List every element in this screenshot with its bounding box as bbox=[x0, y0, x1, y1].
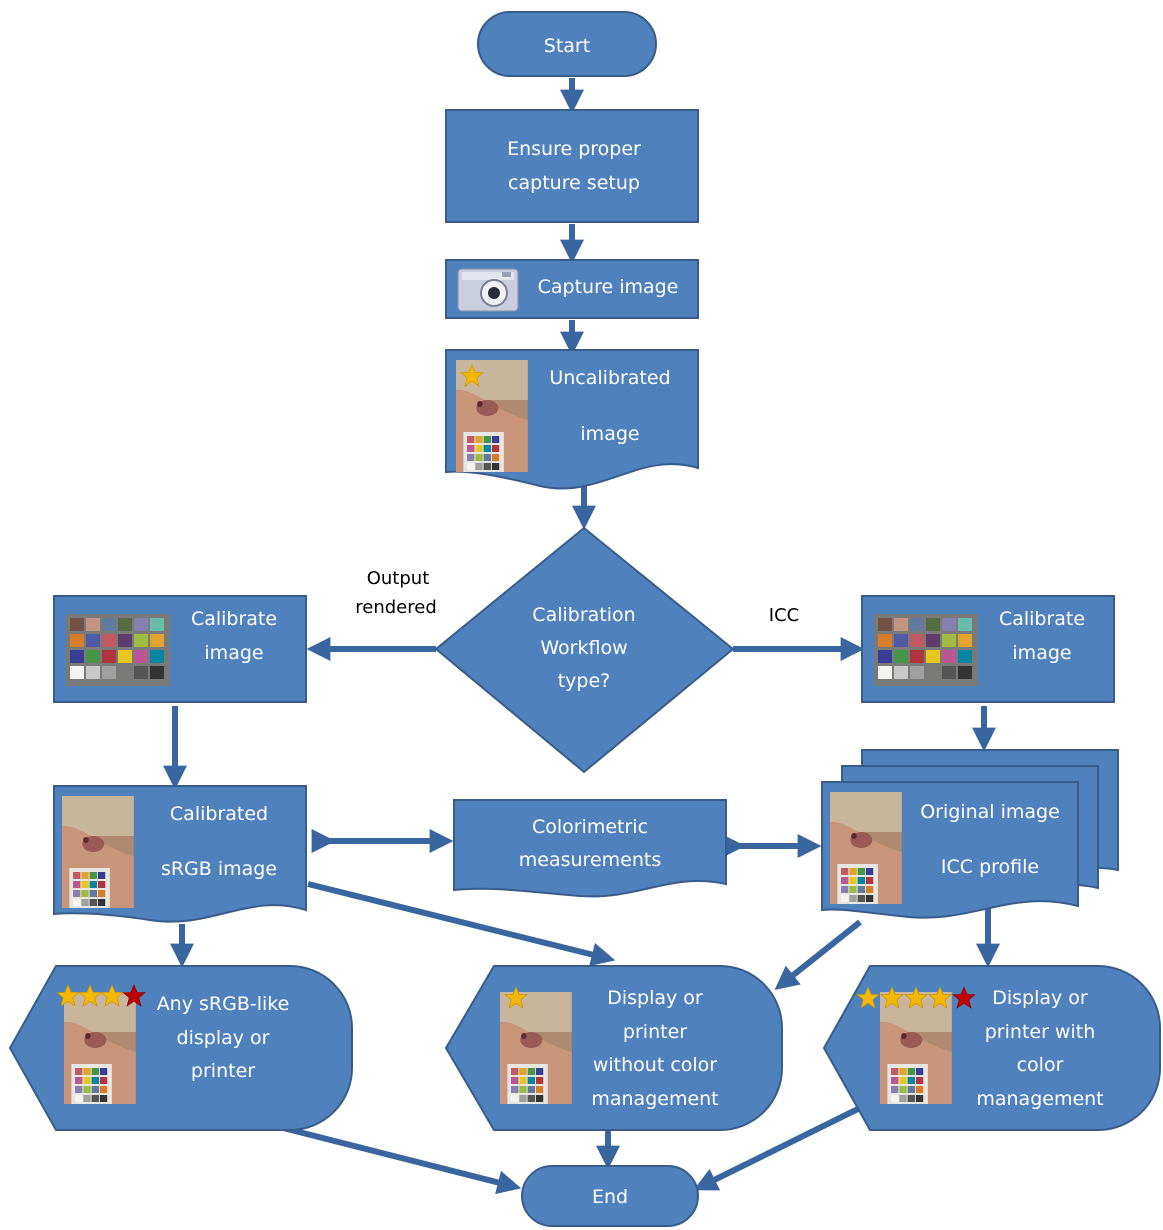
edge-label-output-line2: rendered bbox=[355, 597, 437, 618]
end-label: End bbox=[592, 1186, 628, 1208]
decision-label-line1: Calibration bbox=[532, 604, 635, 626]
original-image-icc-multidocument: Original image ICC profile bbox=[821, 749, 1119, 919]
arrow-original-to-out-mid bbox=[774, 919, 862, 990]
calibrate-image-right-box: Calibrate image bbox=[861, 595, 1115, 703]
colorimetric-measurements-document: Colorimetric measurements bbox=[453, 799, 727, 898]
uncalibrated-image-document: Uncalibrated image bbox=[445, 349, 699, 490]
skin-photo-thumbnail bbox=[830, 792, 902, 904]
uncal-label-line1: Uncalibrated bbox=[549, 367, 670, 389]
decision-label-line3: type? bbox=[558, 670, 611, 692]
capture-image-box: Capture image bbox=[445, 259, 699, 319]
ensure-label-line1: Ensure proper bbox=[507, 138, 641, 160]
cal-right-label-line1: Calibrate bbox=[999, 608, 1085, 630]
calibrated-label-line1: Calibrated bbox=[170, 803, 268, 825]
display-right-with-color-management: Display or printer with color management bbox=[822, 965, 1161, 1131]
skin-photo-thumbnail bbox=[500, 992, 572, 1104]
out-mid-label-line4: management bbox=[591, 1088, 718, 1110]
cal-right-label-line2: image bbox=[1012, 642, 1071, 664]
display-mid-without-color-management: Display or printer without color managem… bbox=[444, 965, 783, 1131]
end-terminator: End bbox=[521, 1165, 699, 1227]
out-left-label-line2: display or bbox=[177, 1027, 270, 1049]
arrow-calibrated-to-out-mid bbox=[307, 881, 616, 967]
out-left-label-line3: printer bbox=[191, 1060, 255, 1082]
calibrate-image-left-box: Calibrate image bbox=[53, 595, 307, 703]
out-right-label-line2: printer with bbox=[985, 1021, 1096, 1043]
out-left-label-line1: Any sRGB-like bbox=[157, 993, 290, 1015]
out-mid-label-line2: printer bbox=[623, 1021, 687, 1043]
colorimetric-label-line2: measurements bbox=[519, 849, 661, 871]
out-right-label-line1: Display or bbox=[992, 987, 1088, 1009]
out-right-label-line3: color bbox=[1017, 1054, 1064, 1076]
decision-diamond: Calibration Workflow type? bbox=[434, 526, 735, 774]
color-checker-icon bbox=[874, 614, 978, 686]
display-left-any-srgb: Any sRGB-like display or printer bbox=[8, 965, 353, 1131]
colorimetric-label-line1: Colorimetric bbox=[532, 816, 648, 838]
cal-left-label-line2: image bbox=[204, 642, 263, 664]
arrow-out-right-to-end bbox=[693, 1101, 870, 1191]
capture-label: Capture image bbox=[538, 276, 679, 298]
edge-label-icc: ICC bbox=[769, 605, 799, 626]
calibrated-label-line2: sRGB image bbox=[161, 858, 277, 880]
uncal-label-line2: image bbox=[580, 423, 639, 445]
camera-icon bbox=[457, 268, 519, 312]
ensure-label-line2: capture setup bbox=[508, 172, 640, 194]
skin-photo-thumbnail bbox=[64, 992, 136, 1104]
skin-photo-thumbnail bbox=[62, 796, 134, 908]
calibrated-srgb-document: Calibrated sRGB image bbox=[53, 785, 307, 923]
out-mid-label-line1: Display or bbox=[607, 987, 703, 1009]
out-mid-label-line3: without color bbox=[593, 1054, 717, 1076]
out-right-label-line4: management bbox=[976, 1088, 1103, 1110]
skin-photo-thumbnail bbox=[880, 992, 952, 1104]
decision-label-line2: Workflow bbox=[540, 637, 627, 659]
connectors bbox=[163, 78, 1000, 1195]
original-label-line2: ICC profile bbox=[941, 856, 1039, 878]
start-label: Start bbox=[544, 35, 590, 57]
color-checker-icon bbox=[66, 614, 170, 686]
edge-label-output-line1: Output bbox=[367, 568, 430, 589]
start-terminator: Start bbox=[477, 11, 657, 77]
cal-left-label-line1: Calibrate bbox=[191, 608, 277, 630]
original-label-line1: Original image bbox=[920, 801, 1060, 823]
ensure-setup-box: Ensure proper capture setup bbox=[445, 109, 699, 223]
